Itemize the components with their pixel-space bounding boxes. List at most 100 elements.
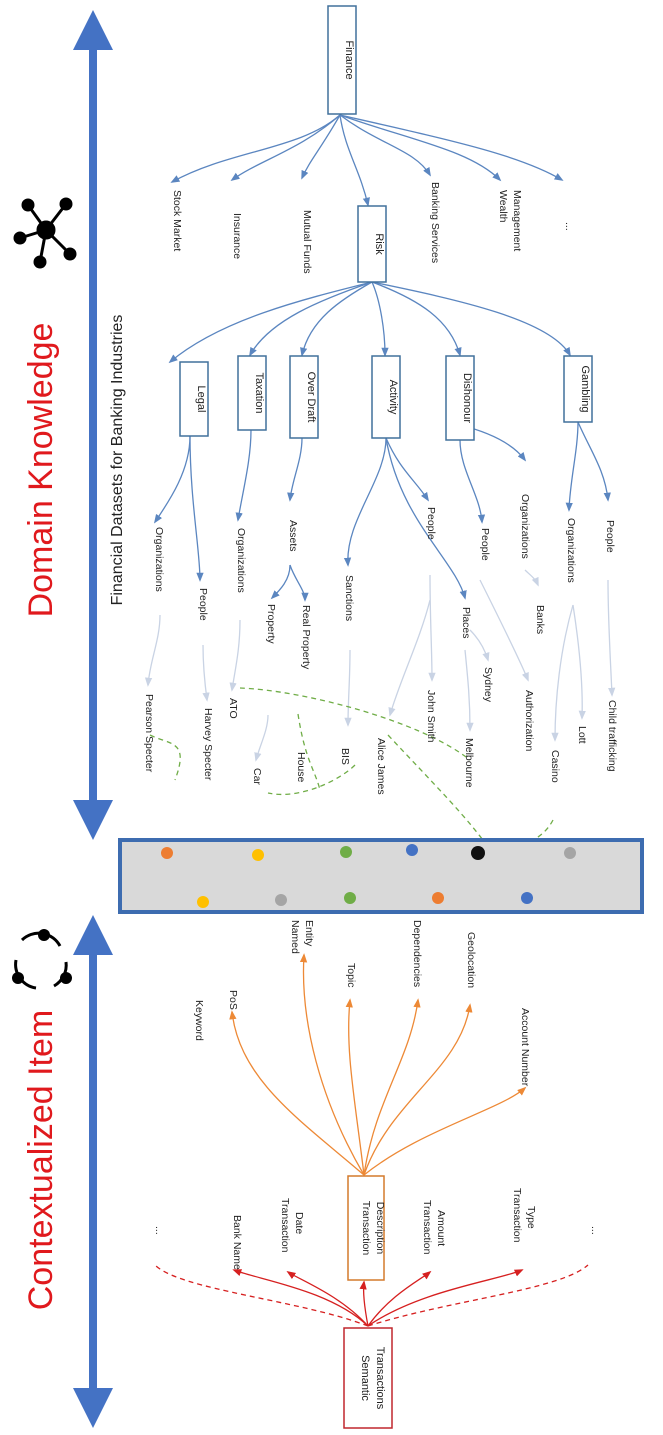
context-nodes: Transaction Description Semantic Transac… bbox=[343, 1175, 393, 1429]
band-dot bbox=[252, 849, 264, 861]
label-real-property: Real Property bbox=[300, 605, 312, 670]
feature-labels: Keyword PoS Named Entity Topic Dependenc… bbox=[193, 920, 531, 1087]
label-management: Management bbox=[511, 190, 523, 251]
label-harvey-specter: Harvey Specter bbox=[202, 708, 214, 781]
band-dot bbox=[564, 847, 576, 859]
level4-labels: Pearson Specter Harvey Specter ATO Car H… bbox=[143, 667, 618, 795]
domain-knowledge-title: Domain Knowledge bbox=[22, 323, 60, 618]
level3-labels: Organizations People Organizations Asset… bbox=[153, 494, 616, 670]
svg-text:Taxation: Taxation bbox=[253, 373, 265, 414]
label-banks: Banks bbox=[534, 605, 546, 634]
label-wealth: Wealth bbox=[497, 190, 509, 223]
label-authorization: Authorization bbox=[523, 690, 535, 751]
band-dot bbox=[471, 846, 485, 860]
label-pearson-specter: Pearson Specter bbox=[143, 694, 155, 773]
label-sydney: Sydney bbox=[482, 667, 494, 703]
network-icon bbox=[13, 197, 77, 269]
label-dependencies: Dependencies bbox=[411, 920, 423, 987]
datasets-label: Financial Datasets for Banking Industrie… bbox=[109, 315, 126, 606]
node-finance: Finance bbox=[327, 5, 357, 115]
label-child-trafficking: Child trafficking bbox=[606, 700, 618, 772]
label-organizations-tax: Organizations bbox=[235, 528, 247, 593]
label-people-gambling: People bbox=[604, 520, 616, 553]
label-people-activity: People bbox=[425, 507, 437, 540]
svg-text:Legal: Legal bbox=[195, 386, 207, 413]
svg-text:Transactions: Transactions bbox=[374, 1347, 386, 1410]
band-dot bbox=[344, 892, 356, 904]
label-account-number: Account Number bbox=[519, 1008, 531, 1087]
label-alice-james: Alice James bbox=[375, 738, 387, 795]
node-risk: Risk bbox=[357, 205, 387, 283]
label-assets: Assets bbox=[287, 520, 299, 552]
node-taxation: Taxation bbox=[237, 355, 267, 431]
node-legal: Legal bbox=[179, 361, 209, 437]
field-labels: ... Bank Name Transaction Date Transacti… bbox=[153, 1188, 601, 1270]
label-ellipsis-right: ... bbox=[589, 1226, 601, 1235]
label-topic: Topic bbox=[345, 963, 357, 988]
band-dot bbox=[161, 847, 173, 859]
band-dot bbox=[197, 896, 209, 908]
label-casino: Casino bbox=[549, 750, 561, 783]
band-dot bbox=[406, 844, 418, 856]
label-john-smith: John Smith bbox=[425, 690, 437, 743]
node-semantic-transactions: Semantic Transactions bbox=[343, 1327, 393, 1429]
label-transaction-amount-2: Amount bbox=[435, 1210, 447, 1246]
svg-text:Dishonour: Dishonour bbox=[461, 373, 473, 423]
band-dot bbox=[521, 892, 533, 904]
svg-text:Activity: Activity bbox=[387, 380, 399, 415]
label-people-legal: People bbox=[197, 588, 209, 621]
label-named-entity-2: Entity bbox=[303, 920, 315, 947]
node-gambling: Gambling bbox=[563, 355, 593, 423]
domain-nodes: Finance Risk Legal Taxation Over Draft A… bbox=[179, 5, 593, 441]
label-stock-market: Stock Market bbox=[171, 190, 183, 251]
cycle-icon bbox=[12, 929, 72, 990]
label-bis: BIS bbox=[339, 748, 351, 765]
band-dot bbox=[340, 846, 352, 858]
level1-labels: Stock Market Insurance Mutual Funds Bank… bbox=[171, 182, 575, 274]
node-over-draft: Over Draft bbox=[289, 355, 319, 439]
label-house: House bbox=[295, 752, 307, 783]
label-transaction-type-2: Type bbox=[525, 1206, 537, 1229]
label-lott: Lott bbox=[576, 726, 588, 744]
svg-text:Semantic: Semantic bbox=[359, 1355, 371, 1401]
svg-text:Gambling: Gambling bbox=[579, 365, 591, 412]
label-organizations-gambling: Organizations bbox=[565, 518, 577, 583]
svg-text:Description: Description bbox=[374, 1202, 386, 1255]
label-named-entity-1: Named bbox=[289, 920, 301, 954]
label-ato: ATO bbox=[227, 698, 239, 719]
label-ellipsis-top: ... bbox=[563, 222, 575, 231]
label-keyword: Keyword bbox=[193, 1000, 205, 1041]
label-pos: PoS bbox=[227, 990, 239, 1010]
label-bank-name: Bank Name bbox=[231, 1215, 243, 1270]
domain-edges bbox=[144, 114, 616, 851]
label-sanctions: Sanctions bbox=[343, 575, 355, 621]
label-melbourne: Melbourne bbox=[463, 738, 475, 788]
label-transaction-date-1: Transaction bbox=[279, 1198, 291, 1253]
band-dot bbox=[432, 892, 444, 904]
label-ellipsis-left: ... bbox=[153, 1226, 165, 1235]
svg-text:Finance: Finance bbox=[343, 40, 355, 79]
label-transaction-amount-1: Transaction bbox=[421, 1200, 433, 1255]
label-transaction-type-1: Transaction bbox=[511, 1188, 523, 1243]
label-organizations-dishonour: Organizations bbox=[519, 494, 531, 559]
band-dot bbox=[275, 894, 287, 906]
context-edges bbox=[154, 953, 589, 1327]
svg-text:Risk: Risk bbox=[373, 233, 385, 255]
label-property: Property bbox=[265, 604, 277, 644]
label-people-dishonour: People bbox=[479, 528, 491, 561]
label-car: Car bbox=[251, 768, 263, 785]
node-activity: Activity bbox=[371, 355, 401, 439]
dataset-band bbox=[118, 838, 644, 914]
svg-text:Over Draft: Over Draft bbox=[305, 372, 317, 423]
label-organizations-legal: Organizations bbox=[153, 527, 165, 592]
contextualized-item-title: Contextualized Item bbox=[22, 1010, 60, 1311]
label-places: Places bbox=[460, 607, 472, 639]
label-insurance: Insurance bbox=[231, 213, 243, 259]
svg-text:Transaction: Transaction bbox=[360, 1201, 372, 1256]
label-mutual-funds: Mutual Funds bbox=[301, 210, 313, 274]
label-transaction-date-2: Date bbox=[293, 1212, 305, 1234]
node-dishonour: Dishonour bbox=[445, 355, 475, 441]
node-transaction-description: Transaction Description bbox=[347, 1175, 386, 1281]
label-geolocation: Geolocation bbox=[465, 932, 477, 988]
